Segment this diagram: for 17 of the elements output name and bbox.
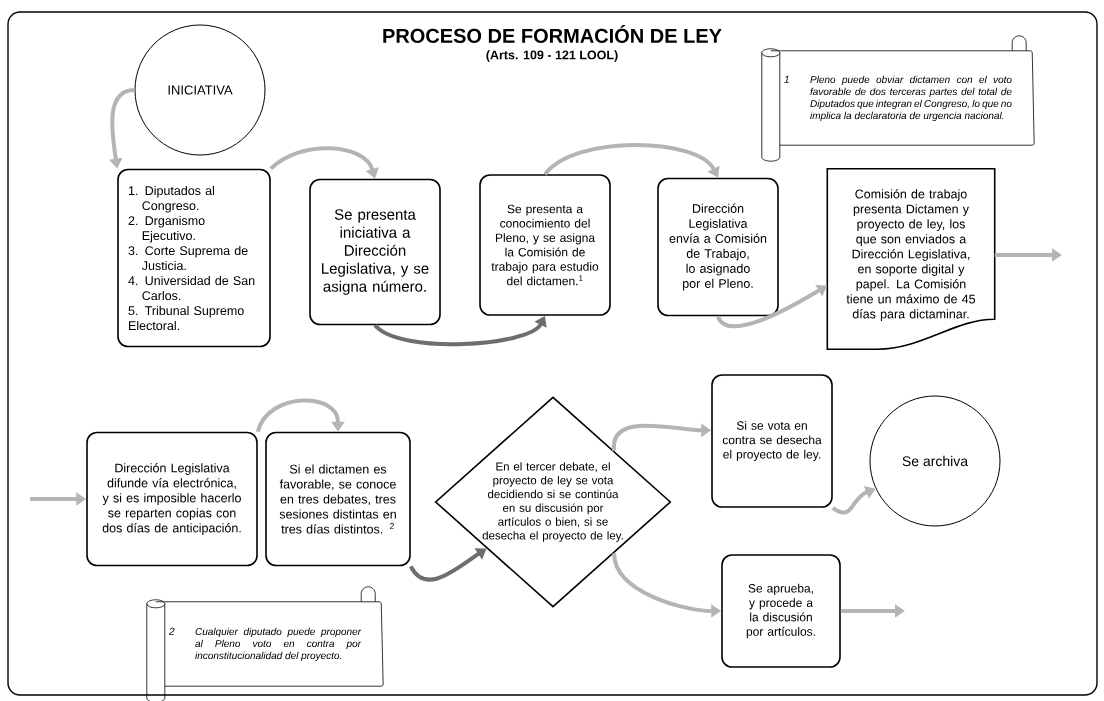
- process-box: Se presenta iniciativa a Dirección Legislativa, y se asigna número.: [309, 178, 441, 326]
- process-box: Dirección Legislativa envía a Comisión de Trabajo, lo asignado por el Pleno.: [657, 177, 779, 317]
- process-box: Dirección Legislativa difunde vía electrónica, y si es imposible hacerlo se reparten copias con dos días de anticipación.: [86, 431, 258, 567]
- title: PROCESO DE FORMACIÓN DE LEY: [383, 25, 722, 43]
- node-label: Pleno puede obviar dictamen con el voto favorable de dos terceras partes del total de Diputados que integran el Congreso, lo que no implica la declaratoria de urgencia nacional.: [810, 75, 1012, 122]
- node-label: Cualquier diputado puede proponer al Pleno voto en contra por inconstitucionalidad del proyecto.: [195, 627, 362, 662]
- note-scroll: 2 Cualquier diputado puede proponer al Pleno voto en contra por inconstitucionalidad del proyecto.: [146, 586, 384, 701]
- list-box: 1. Diputados al Congreso. 2. Drganismo Ejecutivo. 3. Corte Suprema de Justicia. 4. Universidad de San Carlos. 5. Tribunal Supremo Electoral.: [117, 168, 271, 348]
- node-label: 1: [784, 75, 789, 83]
- process-box: Se aprueba, y procede a la discusión por artículos.: [721, 554, 841, 668]
- process-box: Si el dictamen es favorable, se conoce en tres debates, tres sesiones distintas en tres días distintos. $^{2}$: [265, 431, 411, 567]
- subtitle: (Arts. 109 - 121 LOOL): [486, 50, 618, 62]
- note-scroll: 1 Pleno puede obviar dictamen con el voto favorable de dos terceras partes del total de Diputados que integran el Congreso, lo que no implica la declaratoria de urgencia nacional.: [761, 35, 1035, 162]
- process-box: Se presenta a conocimiento del Pleno, y se asigna la Comisión de trabajo para estudio del dictamen.$^{1}$: [479, 174, 611, 316]
- arrow: [255, 398, 345, 433]
- node-label: 2: [168, 627, 175, 635]
- process-box: Si se vota en contra se desecha el proyecto de ley.: [711, 374, 833, 508]
